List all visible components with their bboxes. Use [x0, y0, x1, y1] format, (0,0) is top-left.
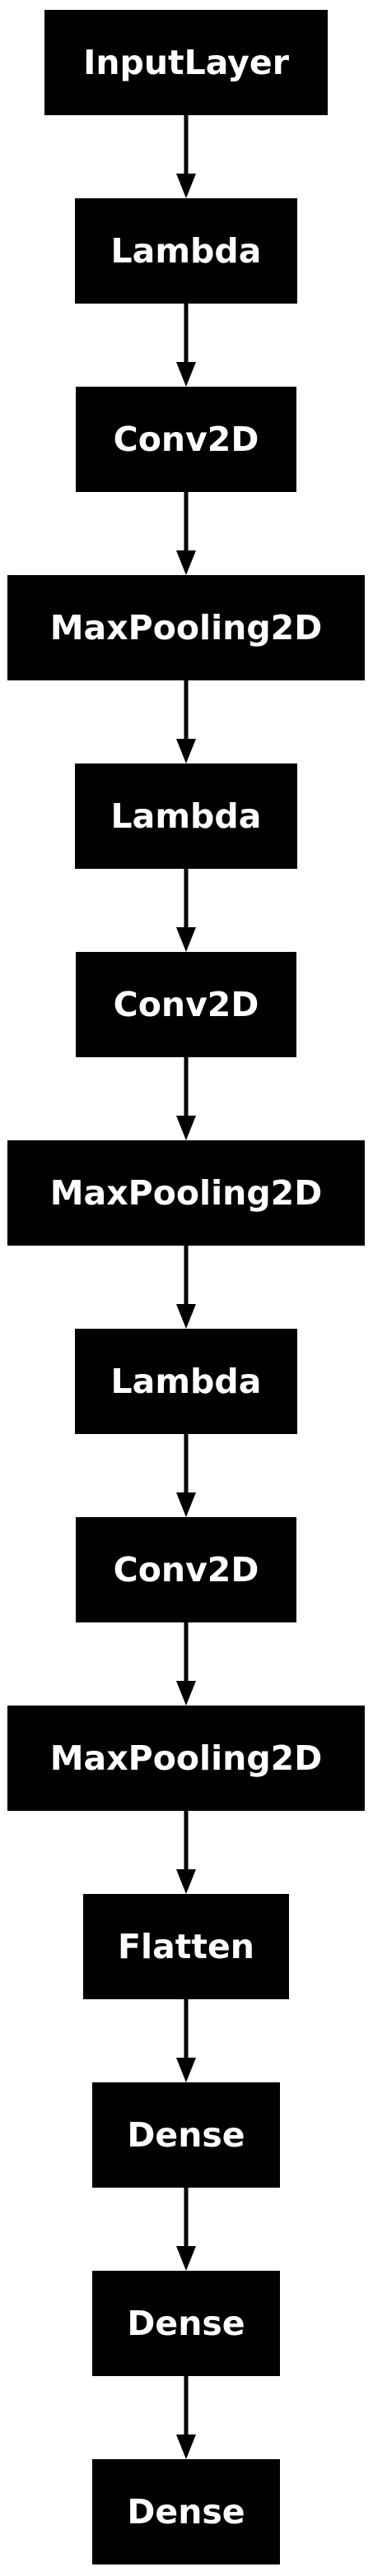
layer-node-box [92, 2082, 280, 2188]
layer-node-label: InputLayer [83, 43, 290, 82]
arrow-head [176, 2434, 196, 2459]
layer-node-label: Flatten [118, 1927, 254, 1966]
layer-node-box [7, 575, 365, 680]
layer-node-box [7, 1706, 365, 1811]
layer-node-label: Dense [127, 2492, 245, 2532]
layer-node-label: MaxPooling2D [50, 1738, 323, 1778]
layer-node-label: MaxPooling2D [50, 608, 323, 647]
flow-arrow [176, 115, 196, 198]
layer-node: Dense [92, 2082, 280, 2188]
layer-node-label: Dense [127, 2304, 245, 2343]
flow-arrow [176, 1811, 196, 1894]
arrow-head [176, 1492, 196, 1517]
arrow-head [176, 174, 196, 198]
flow-arrow [176, 1434, 196, 1517]
layer-node: MaxPooling2D [7, 1706, 365, 1811]
layer-node-label: Lambda [111, 796, 262, 836]
layer-node: Lambda [75, 1329, 297, 1434]
layer-node: Dense [92, 2459, 280, 2564]
layer-node: Lambda [75, 198, 297, 304]
arrow-head [176, 1681, 196, 1706]
arrow-head [176, 1116, 196, 1140]
layer-node: Conv2D [76, 1517, 296, 1622]
arrow-head [176, 1869, 196, 1894]
flow-arrow [176, 1246, 196, 1329]
flow-arrow [176, 2188, 196, 2271]
flow-arrow [176, 869, 196, 952]
layer-node: MaxPooling2D [7, 575, 365, 680]
layer-node: InputLayer [44, 10, 328, 115]
flow-arrow [176, 680, 196, 764]
layer-node-box [75, 764, 297, 869]
arrow-head [176, 362, 196, 387]
layer-node-label: Lambda [111, 1362, 262, 1401]
layer-node-label: MaxPooling2D [50, 1173, 323, 1213]
layer-node-box [76, 1517, 296, 1622]
arrow-head [176, 1304, 196, 1329]
arrow-head [176, 739, 196, 764]
nodes-group: InputLayerLambdaConv2DMaxPooling2DLambda… [7, 10, 365, 2564]
arrow-head [176, 927, 196, 952]
flow-arrow [176, 1999, 196, 2082]
flow-arrow [176, 304, 196, 387]
layer-node-box [75, 198, 297, 304]
layer-node-box [7, 1140, 365, 1246]
layer-node-box [76, 387, 296, 492]
layer-node: MaxPooling2D [7, 1140, 365, 1246]
layer-node-box [92, 2271, 280, 2376]
layer-node: Flatten [83, 1894, 289, 1999]
arrow-head [176, 2058, 196, 2082]
layer-node-box [83, 1894, 289, 1999]
layer-node-label: Conv2D [114, 1550, 259, 1590]
layer-node: Conv2D [76, 387, 296, 492]
arrow-head [176, 2246, 196, 2271]
layer-node-box [76, 952, 296, 1057]
arrow-head [176, 550, 196, 575]
layer-node-label: Dense [127, 2115, 245, 2155]
layer-node-box [92, 2459, 280, 2564]
layer-node-label: Conv2D [114, 420, 259, 459]
flow-arrow [176, 1622, 196, 1706]
flow-arrow [176, 492, 196, 575]
layer-node: Lambda [75, 764, 297, 869]
layer-node-box [44, 10, 328, 115]
layer-node: Conv2D [76, 952, 296, 1057]
flow-arrow [176, 2376, 196, 2459]
layer-node-label: Conv2D [114, 985, 259, 1024]
layer-node-label: Lambda [111, 231, 262, 271]
flow-arrow [176, 1057, 196, 1140]
layer-node-box [75, 1329, 297, 1434]
layer-node: Dense [92, 2271, 280, 2376]
edges-group [176, 115, 196, 2459]
